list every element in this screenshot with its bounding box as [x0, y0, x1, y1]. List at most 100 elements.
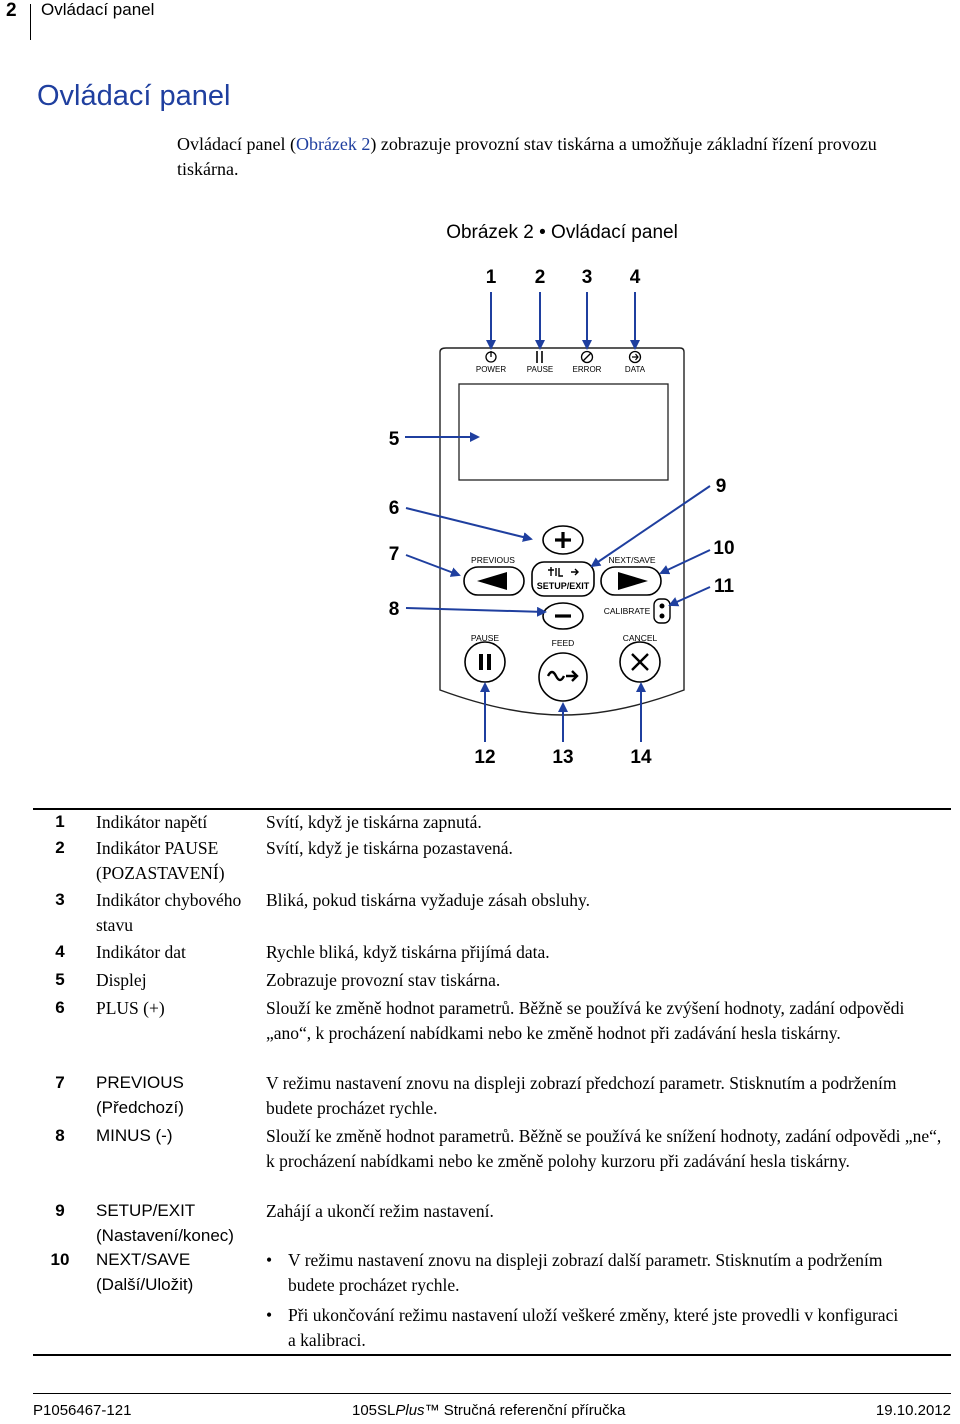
row-name: Indikátor PAUSE (POZASTAVENÍ) — [96, 838, 225, 883]
feed-button[interactable] — [538, 652, 588, 702]
row-number: 6 — [55, 998, 65, 1017]
page-header: 2 Ovládací panel — [0, 0, 960, 40]
table-bottom-rule — [33, 1354, 951, 1356]
pause-icon — [479, 654, 483, 670]
row-number: 7 — [55, 1073, 65, 1092]
row-desc: V režimu nastavení znovu na displeji zob… — [266, 1073, 897, 1118]
calibrate-button[interactable] — [653, 598, 671, 624]
callout-12: 12 — [474, 747, 495, 768]
pause-indicator — [536, 351, 543, 363]
row-desc: Svítí, když je tiskárna pozastavená. — [266, 838, 513, 858]
error-indicator — [580, 350, 594, 364]
feed-icon — [546, 670, 579, 682]
page-number: 2 — [6, 0, 17, 21]
intro-paragraph: Ovládací panel (Obrázek 2) zobrazuje pro… — [177, 132, 917, 182]
next-save-label: NEXT/SAVE — [608, 555, 655, 565]
figure-link[interactable]: Obrázek 2 — [295, 134, 371, 154]
footer-rule — [33, 1393, 951, 1394]
bullet-item: •Při ukončování režimu nastavení uloží v… — [266, 1305, 899, 1350]
row-name: Indikátor dat — [96, 942, 186, 962]
row-name: Indikátor chybového stavu — [96, 890, 242, 935]
indicator-label-pause: PAUSE — [527, 365, 554, 374]
cancel-button[interactable] — [619, 641, 661, 683]
next-arrow-icon — [618, 572, 648, 590]
callout-14: 14 — [630, 747, 652, 768]
indicator-label-data: DATA — [625, 365, 646, 374]
callout-arrows — [405, 292, 711, 742]
row-desc: Zobrazuje provozní stav tiskárna. — [266, 970, 501, 990]
header-divider — [30, 4, 31, 40]
section-title: Ovládací panel — [41, 0, 155, 19]
doc-number: P1056467-121 — [33, 1402, 132, 1419]
setup-exit-icon — [548, 567, 579, 577]
row-number: 8 — [55, 1126, 65, 1145]
control-panel-figure: 1 2 3 4 5 6 7 8 9 10 11 12 13 14 POWER P… — [389, 267, 735, 768]
calibrate-label: CALIBRATE — [604, 606, 651, 616]
cancel-icon — [631, 653, 649, 671]
row-desc: •V režimu nastavení znovu na displeji zo… — [266, 1248, 906, 1352]
callout-11: 11 — [714, 576, 735, 597]
row-desc: Slouží ke změně hodnot parametrů. Běžně … — [266, 998, 905, 1043]
bullet-item: •V režimu nastavení znovu na displeji zo… — [266, 1250, 883, 1295]
callout-9: 9 — [716, 476, 727, 497]
callout-8: 8 — [389, 599, 400, 620]
setup-exit-button[interactable]: SETUP/EXIT — [531, 561, 595, 597]
callout-7: 7 — [389, 544, 400, 565]
pause-button-label: PAUSE — [471, 633, 500, 643]
product-title: 105SLPlus™ Stručná referenční příručka — [352, 1402, 625, 1419]
product-post: ™ Stručná referenční příručka — [424, 1402, 626, 1419]
row-number: 4 — [55, 942, 65, 961]
callout-3: 3 — [582, 267, 593, 288]
intro-after: ) zobrazuje provozní stav tiskárna a umo… — [177, 134, 877, 179]
indicator-label-error: ERROR — [573, 365, 602, 374]
row-number: 2 — [55, 838, 65, 857]
row-desc: Rychle bliká, když tiskárna přijímá data… — [266, 942, 550, 962]
row-number: 9 — [55, 1201, 65, 1220]
bullet-text: V režimu nastavení znovu na displeji zob… — [288, 1250, 883, 1295]
next-save-button[interactable] — [600, 566, 662, 596]
footer-date: 19.10.2012 — [875, 1402, 951, 1419]
setup-exit-label: SETUP/EXIT — [537, 581, 590, 591]
row-name: PREVIOUS (Předchozí) — [96, 1073, 184, 1117]
cancel-label: CANCEL — [623, 633, 658, 643]
row-number: 10 — [50, 1250, 70, 1269]
callout-1: 1 — [486, 267, 497, 288]
data-indicator — [628, 350, 642, 364]
figure-caption: Obrázek 2 • Ovládací panel — [446, 222, 678, 243]
callout-10: 10 — [713, 538, 734, 559]
previous-label: PREVIOUS — [471, 555, 515, 565]
page-title: Ovládací panel — [37, 80, 231, 112]
callout-6: 6 — [389, 498, 400, 519]
power-indicator — [485, 351, 497, 363]
row-name: Displej — [96, 970, 147, 990]
callout-13: 13 — [552, 747, 573, 768]
row-number: 5 — [55, 970, 65, 989]
minus-button[interactable] — [542, 602, 584, 630]
callout-5: 5 — [389, 429, 400, 450]
callout-4: 4 — [630, 267, 641, 288]
pause-button[interactable] — [464, 641, 506, 683]
intro-before: Ovládací panel ( — [177, 134, 296, 154]
previous-arrow-icon — [477, 572, 507, 590]
feed-label: FEED — [552, 638, 575, 648]
row-name: Indikátor napětí — [96, 812, 208, 832]
row-desc: Svítí, když je tiskárna zapnutá. — [266, 812, 482, 832]
plus-button[interactable] — [542, 525, 584, 555]
indicator-label-power: POWER — [476, 365, 506, 374]
bullet-text: Při ukončování režimu nastavení uloží ve… — [288, 1305, 899, 1350]
product-pre: 105SL — [352, 1402, 396, 1419]
calibrate-icon — [659, 603, 665, 609]
callout-2: 2 — [535, 267, 546, 288]
row-name: PLUS (+) — [96, 998, 165, 1018]
product-italic: Plus — [395, 1402, 425, 1419]
display-screen — [458, 383, 669, 481]
row-desc: Bliká, pokud tiskárna vyžaduje zásah obs… — [266, 890, 590, 910]
row-desc: Slouží ke změně hodnot parametrů. Běžně … — [266, 1126, 942, 1171]
row-name: NEXT/SAVE (Další/Uložit) — [96, 1250, 194, 1294]
row-number: 3 — [55, 890, 65, 909]
table-top-rule — [33, 808, 951, 810]
previous-button[interactable] — [463, 566, 525, 596]
row-name: SETUP/EXIT (Nastavení/konec) — [96, 1201, 234, 1245]
row-number: 1 — [55, 812, 65, 831]
row-name: MINUS (-) — [96, 1126, 173, 1145]
